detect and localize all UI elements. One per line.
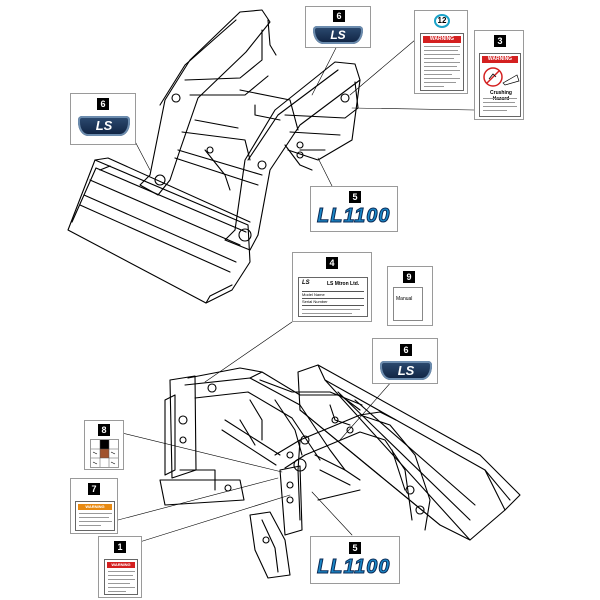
callout-6-bottom: 6 <box>400 344 412 356</box>
bottom-cross-members <box>221 379 363 501</box>
callout-6-left: 6 <box>97 98 109 110</box>
top-bucket <box>67 157 251 304</box>
callout-8: 8 <box>98 424 110 436</box>
ls-logo-badge-left: LS <box>78 116 130 136</box>
callout-4: 4 <box>326 257 338 269</box>
plate-brand: LS Mtron Ltd. <box>327 281 360 287</box>
decal-3-box: 3 WARNING Crushing Hazard <box>474 30 524 120</box>
callout-5-top: 5 <box>349 191 361 203</box>
plate-ls-mark: LS <box>302 280 310 286</box>
ll1100-logo-top: LL1100 <box>316 205 391 228</box>
warning-heading-12: WARNING <box>423 36 461 43</box>
warning-decal-7: WARNING <box>75 501 115 531</box>
warning-decal-12: WARNING <box>420 33 464 91</box>
callout-3: 3 <box>494 35 506 47</box>
plate-serial-label: Serial Number <box>302 299 328 304</box>
manual-label: Manual <box>396 296 413 302</box>
warning-heading-7: WARNING <box>78 504 112 510</box>
decal-5-top-box: 5 LL1100 <box>310 186 398 232</box>
callout-12: 12 <box>434 14 450 28</box>
callout-1: 1 <box>114 541 126 553</box>
warning-heading-1: WARNING <box>107 562 135 568</box>
decal-1-box: 1 WARNING <box>98 536 142 598</box>
decal-12-box: 12 WARNING <box>414 10 468 94</box>
bottom-right-bracket <box>249 465 303 579</box>
ls-logo-badge-bottom: LS <box>380 361 432 380</box>
decal-7-box: 7 WARNING <box>70 478 118 534</box>
plate-model-label: Model Name <box>302 292 325 297</box>
warning-heading-3: WARNING <box>482 56 518 63</box>
control-pattern-decal <box>90 439 119 468</box>
decal-8-box: 8 <box>84 420 124 470</box>
callout-6-top: 6 <box>333 10 345 22</box>
callout-7: 7 <box>88 483 100 495</box>
callout-9: 9 <box>403 271 415 283</box>
decal-4-box: 4 LS LS Mtron Ltd. Model Name Serial Num… <box>292 252 372 322</box>
decal-6-top-box: 6 LS <box>305 6 371 48</box>
item-9-box: 9 Manual <box>387 266 433 326</box>
crushing-hazard-pictogram <box>483 67 520 87</box>
bottom-bucket <box>297 364 521 541</box>
bottom-right-arm <box>274 411 431 531</box>
decal-5-bottom-box: 5 LL1100 <box>310 536 400 584</box>
top-cross-members <box>174 19 361 191</box>
top-right-arm <box>224 61 361 251</box>
ls-logo-badge: LS <box>313 26 363 44</box>
top-left-arm <box>139 9 271 196</box>
bottom-left-arm <box>184 367 346 471</box>
bottom-left-bracket <box>159 375 245 506</box>
decal-6-bottom-box: 6 LS <box>372 338 438 384</box>
callout-5-bottom: 5 <box>349 542 361 554</box>
serial-plate: LS LS Mtron Ltd. Model Name Serial Numbe… <box>298 277 368 317</box>
leader-lines <box>117 39 475 546</box>
crushing-hazard-label: Crushing Hazard <box>490 90 512 102</box>
warning-decal-1: WARNING <box>104 559 138 595</box>
decal-6-left-box: 6 LS <box>70 93 136 145</box>
manual-booklet: Manual <box>393 287 423 321</box>
ll1100-logo-bottom: LL1100 <box>316 556 391 579</box>
warning-decal-3: WARNING Crushing Hazard <box>479 53 521 117</box>
